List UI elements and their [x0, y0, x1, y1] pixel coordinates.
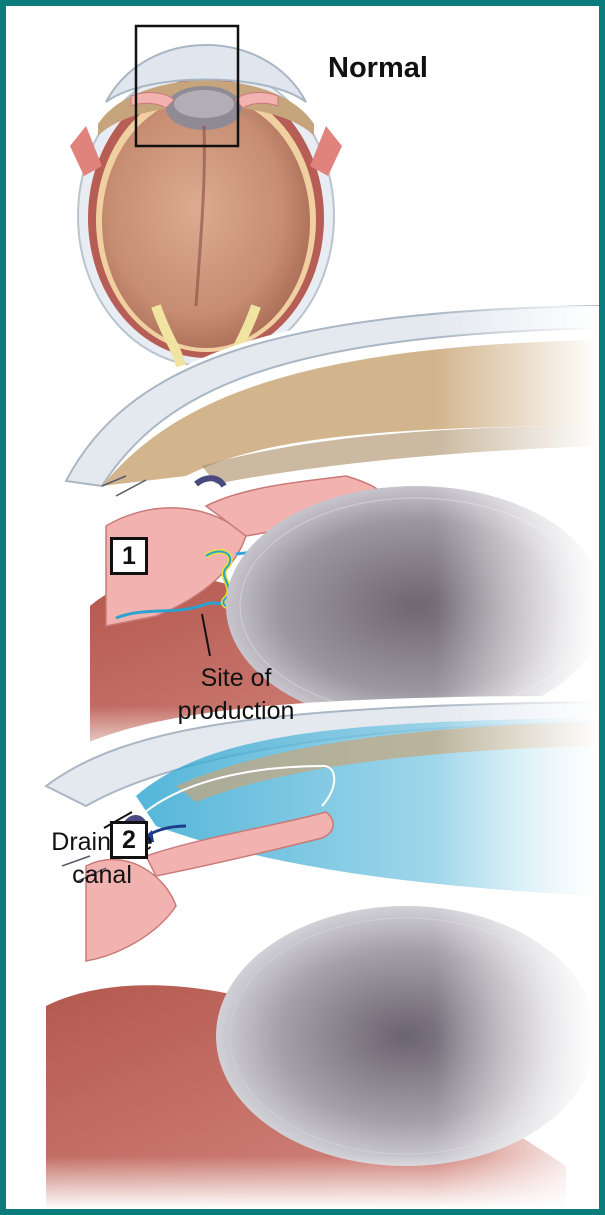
normal-label: Normal	[328, 52, 428, 85]
site-of-production-line2: production	[156, 695, 316, 728]
site-of-production-line1: Site of	[156, 662, 316, 695]
drainage-panel	[46, 696, 599, 1209]
normal-eye	[69, 26, 366, 366]
drainage-canal-label: Drainage canal	[32, 826, 172, 892]
step-1-badge: 1	[110, 537, 148, 575]
drainage-canal-line2: canal	[32, 859, 172, 892]
site-of-production-label: Site of production	[156, 662, 316, 728]
step-2-badge: 2	[110, 821, 148, 859]
eye-anatomy-illustration	[6, 6, 599, 1209]
drainage-canal-line1: Drainage	[32, 826, 172, 859]
